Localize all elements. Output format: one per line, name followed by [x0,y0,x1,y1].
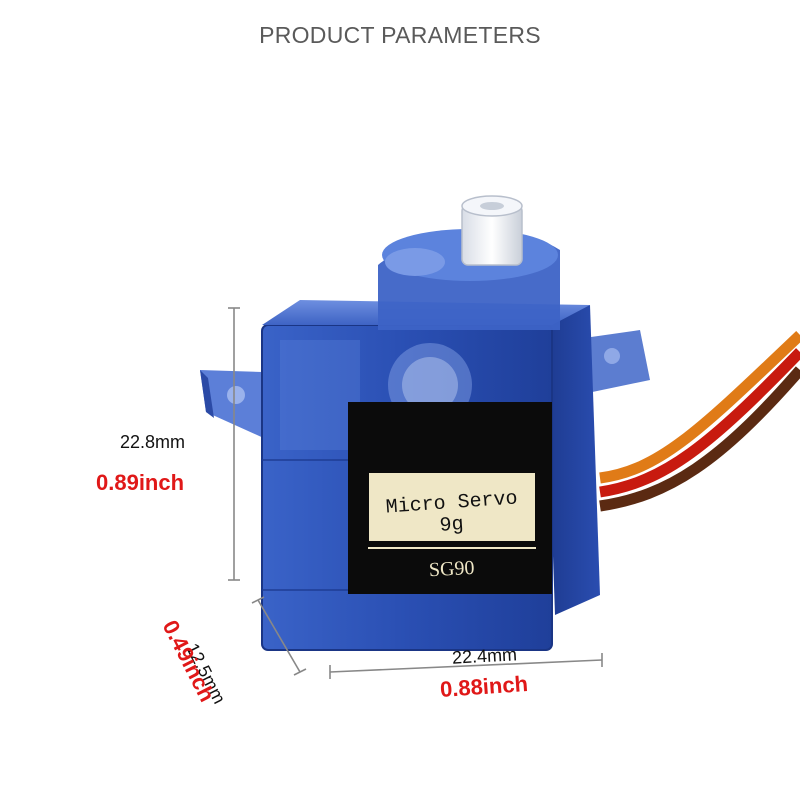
servo-body-side [545,305,600,615]
height-inch-label: 0.89inch [96,470,185,495]
servo-label [348,402,552,594]
label-model: SG90 [428,557,475,581]
width-dimension-line [329,659,603,673]
output-shaft [461,195,523,266]
servo-wires [599,331,800,512]
page-title: PRODUCT PARAMETERS [259,22,541,48]
label-line2: 9g [439,513,465,538]
height-mm-label: 22.8mm [120,432,186,452]
width-mm-label: 22.4mm [451,644,518,668]
dimension-lines [228,307,603,679]
depth-dimension-line [257,599,301,673]
